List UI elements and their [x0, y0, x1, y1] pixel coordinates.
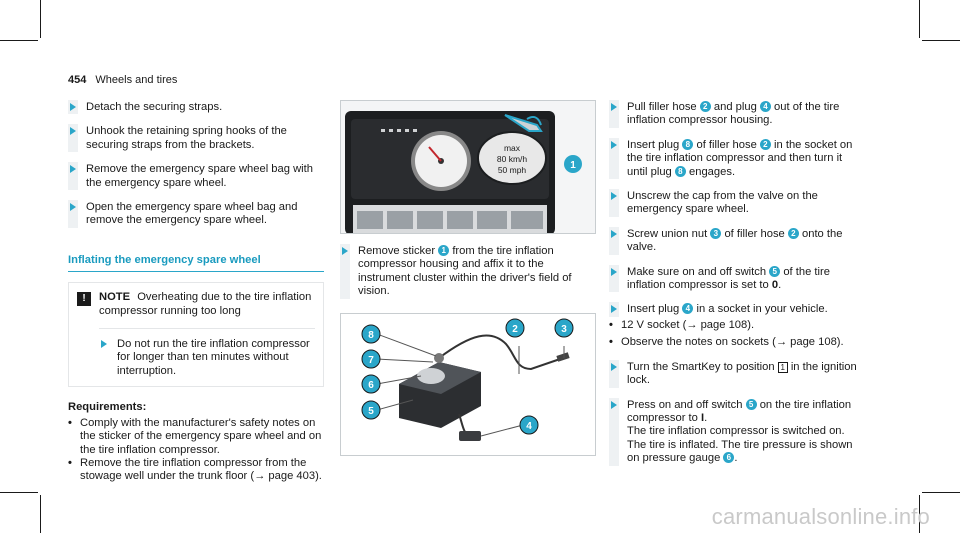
callout-badge: 4 — [682, 303, 694, 315]
step-item: Unhook the retaining spring hooks of the… — [68, 124, 324, 153]
step-item: Turn the SmartKey to position 1 in the i… — [609, 359, 865, 388]
step-text: Detach the securing straps. — [86, 101, 223, 113]
crop-mark — [0, 492, 38, 493]
step-arrow-icon — [611, 229, 617, 238]
column-middle: Remove sticker 1 from the tire inflation… — [340, 244, 596, 309]
step-arrow-icon — [611, 192, 617, 201]
step-item: Insert plug 4 in a socket in your vehicl… — [609, 302, 865, 317]
callout-badge: 6 — [723, 452, 735, 464]
callout-2: 2 — [512, 324, 518, 335]
note-label: NOTE — [99, 291, 131, 304]
section-subheading: Inflating the emergency spare wheel — [68, 254, 324, 273]
step-item: Insert plug 8 of filler hose 2 in the so… — [609, 137, 865, 180]
step-item: Screw union nut 3 of filler hose 2 onto … — [609, 226, 865, 255]
watermark: carmanualsonline.info — [711, 504, 930, 529]
step-item: Detach the securing straps. — [68, 100, 324, 115]
requirement-text: Remove the tire inflation compressor fro… — [80, 456, 322, 483]
requirement-item: •Remove the tire inflation compressor fr… — [68, 457, 324, 484]
section-title: Wheels and tires — [95, 74, 178, 86]
compressor-illustration: max 80 km/h 50 mph 1 — [341, 101, 595, 233]
callout-badge: 8 — [682, 138, 694, 150]
callout-badge: 2 — [787, 227, 799, 239]
key-position-icon: 1 — [777, 361, 788, 373]
callout-badge: 2 — [699, 101, 711, 112]
step-arrow-icon — [611, 140, 617, 149]
crop-mark — [919, 495, 920, 533]
callout-5: 5 — [368, 406, 374, 417]
step-arrow-icon — [611, 362, 617, 371]
callout-badge: 5 — [769, 265, 781, 277]
callout-badge: 3 — [710, 227, 722, 239]
step-text: Remove sticker 1 from the tire inflation… — [358, 245, 572, 298]
step-item: Open the emergency spare wheel bag and r… — [68, 200, 324, 228]
step-text: Insert plug 8 of filler hose 2 in the so… — [627, 138, 853, 178]
figure-compressor-hose: 8 7 6 5 2 3 4 — [340, 313, 596, 456]
crop-mark — [40, 495, 41, 533]
callout-badge: 4 — [759, 101, 771, 112]
step-text: Unscrew the cap from the valve on the em… — [627, 190, 818, 216]
callout-badge: 2 — [759, 138, 771, 150]
step-text: Make sure on and off switch 5 of the tir… — [627, 265, 830, 292]
page-header: 454 Wheels and tires — [68, 74, 177, 86]
column-right: Pull filler hose 2 and plug 4 out of the… — [609, 100, 865, 476]
callout-3: 3 — [561, 324, 567, 335]
step-text: Press on and off switch 5 on the tire in… — [627, 398, 853, 465]
bullet-text: 12 V socket (→ page 108). — [621, 318, 755, 331]
crop-mark — [0, 40, 38, 41]
step-arrow-icon — [342, 247, 348, 255]
step-arrow-icon — [70, 127, 76, 136]
requirement-item: •Comply with the manufacturer's safety n… — [68, 417, 324, 457]
step-text: Insert plug 4 in a socket in your vehicl… — [627, 303, 828, 316]
step-text: Pull filler hose 2 and plug 4 out of the… — [627, 101, 840, 127]
callout-1: 1 — [570, 160, 576, 171]
bullet-text: Observe the notes on sockets (→ page 108… — [621, 336, 844, 349]
step-arrow-icon — [70, 203, 76, 212]
callout-badge: 5 — [745, 398, 757, 410]
step-text: Screw union nut 3 of filler hose 2 onto … — [627, 227, 843, 254]
callout-badge: 8 — [674, 165, 686, 177]
sticker-mph: 50 mph — [498, 165, 527, 175]
requirements-heading: Requirements: — [68, 401, 147, 414]
figure-compressor-sticker: max 80 km/h 50 mph 1 — [340, 100, 596, 234]
note-step: Do not run the tire inflation compressor… — [99, 337, 315, 379]
bullet-item: •Observe the notes on sockets (→ page 10… — [609, 336, 844, 349]
step-item: Make sure on and off switch 5 of the tir… — [609, 264, 865, 293]
step-arrow-icon — [101, 340, 107, 349]
step-arrow-icon — [611, 400, 617, 409]
sticker-kmh: 80 km/h — [497, 154, 528, 164]
compressor-hose-illustration: 8 7 6 5 2 3 4 — [341, 314, 595, 455]
step-item: Remove sticker 1 from the tire inflation… — [340, 244, 596, 299]
callout-6: 6 — [368, 380, 374, 391]
callout-8: 8 — [368, 330, 374, 341]
requirement-text: Comply with the manufacturer's safety no… — [80, 416, 322, 456]
step-arrow-icon — [611, 305, 617, 314]
step-text: Turn the SmartKey to position 1 in the i… — [627, 360, 857, 387]
warning-icon: ! — [77, 292, 91, 307]
note-text: Overheating due to the tire inflation co… — [99, 291, 312, 317]
crop-mark — [922, 40, 960, 41]
crop-mark — [40, 0, 41, 38]
step-arrow-icon — [611, 103, 617, 111]
note-box: ! NOTE Overheating due to the tire infla… — [68, 282, 324, 388]
sticker-max: max — [504, 143, 521, 153]
callout-badge: 1 — [438, 245, 450, 256]
callout-4: 4 — [526, 421, 532, 432]
crop-mark — [922, 492, 960, 493]
step-text: Open the emergency spare wheel bag and r… — [86, 201, 298, 227]
step-arrow-icon — [611, 267, 617, 276]
step-arrow-icon — [70, 165, 76, 174]
note-step-text: Do not run the tire inflation compressor… — [117, 338, 310, 377]
step-item: Unscrew the cap from the valve on the em… — [609, 189, 865, 217]
callout-7: 7 — [368, 355, 374, 366]
step-item: Pull filler hose 2 and plug 4 out of the… — [609, 100, 865, 128]
crop-mark — [919, 0, 920, 38]
step-arrow-icon — [70, 103, 76, 111]
step-text: Unhook the retaining spring hooks of the… — [86, 125, 287, 151]
bullet-item: •12 V socket (→ page 108). — [609, 318, 755, 331]
step-item: Press on and off switch 5 on the tire in… — [609, 397, 865, 466]
column-left: Detach the securing straps. Unhook the r… — [68, 100, 324, 484]
step-item: Remove the emergency spare wheel bag wit… — [68, 162, 324, 191]
page-number: 454 — [68, 74, 87, 86]
step-text: Remove the emergency spare wheel bag wit… — [86, 163, 313, 189]
